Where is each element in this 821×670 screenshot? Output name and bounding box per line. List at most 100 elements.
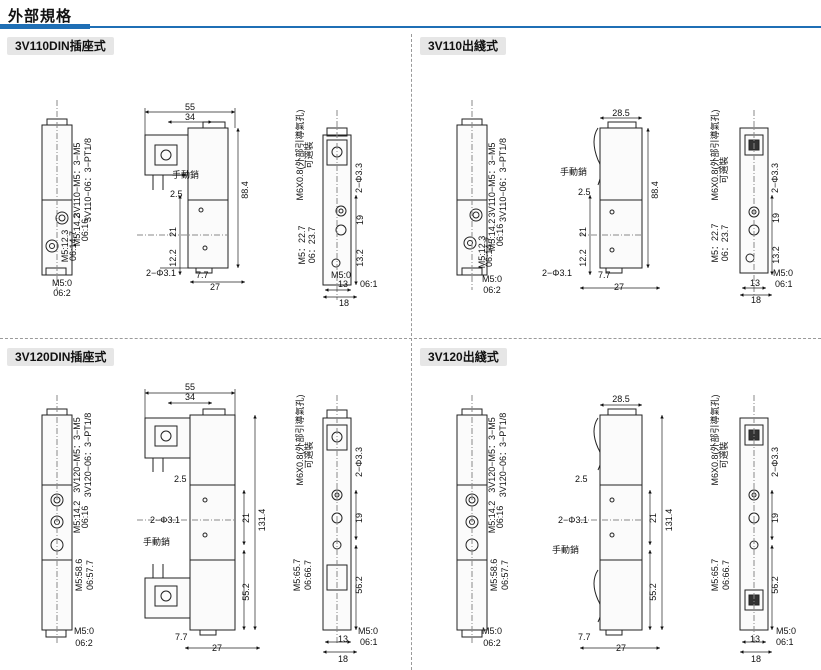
- q1-d88: 88.4: [240, 181, 250, 199]
- q2-m6x: M6X0.8(外部引導氣孔): [709, 109, 720, 200]
- q1-m14: M5:14.2: [72, 214, 82, 247]
- q2-d21: 21: [578, 227, 588, 237]
- q4-end-view: [739, 395, 769, 645]
- q3-m65: M5:65.7: [292, 559, 302, 592]
- q1-end-view: [322, 110, 352, 300]
- q1-port-06: 3V110−06：3−PT1/8: [83, 138, 93, 222]
- q2-d27: 27: [614, 282, 624, 292]
- q3-d131: 131.4: [257, 509, 267, 532]
- q4-d27: 27: [616, 643, 626, 653]
- q1-end-dims: [323, 195, 358, 299]
- q3-d55-2: 55.2: [241, 583, 251, 601]
- q4-c16: 06:16: [495, 506, 505, 529]
- q4-06-1: 06:1: [776, 637, 794, 647]
- q1-port-m5: 3V110−M5：3−M5: [72, 143, 82, 218]
- q4-d13: 13: [750, 634, 760, 644]
- q1-side-view: [137, 121, 229, 274]
- q2-d19: 19: [771, 213, 781, 223]
- q2-d2-5: 2.5: [578, 187, 591, 197]
- q1-06-1: 06:1: [360, 279, 378, 289]
- q3-side-labels: 55 34 131.4 21 55.2 2.5 2−Φ3.1 手動銷 7.7 2…: [143, 382, 267, 653]
- q3-end-view: [322, 395, 352, 645]
- q2-manual: 手動銷: [560, 166, 587, 177]
- q4-manual: 手動銷: [552, 544, 579, 555]
- q2-port-m5: 3V110−M5：3−M5: [487, 143, 497, 218]
- q1-d12: 12.2: [168, 249, 178, 267]
- q1-d13: 13: [338, 279, 348, 289]
- q2-m14: M5:14.2: [487, 219, 497, 252]
- q4-front-labels: 3V120−M5：3−M5 3V120−06：3−PT1/8 M5:14.2 0…: [482, 413, 510, 648]
- q4-d19: 19: [770, 513, 780, 523]
- q2-d3-1: 2−Φ3.1: [542, 268, 572, 278]
- q1-d2-5: 2.5: [170, 189, 183, 199]
- q3-side-dims: [144, 389, 260, 650]
- q4-side-labels: 28.5 131.4 21 55.2 2.5 2−Φ3.1 手動銷 7.7 27: [552, 394, 674, 653]
- q1-d3-3: 2−Φ3.3: [354, 163, 364, 193]
- q4-port-m5: 3V120−M5：3−M5: [487, 417, 497, 493]
- q1-06-2: 06:2: [53, 288, 71, 298]
- q3-side-view: [137, 408, 236, 636]
- q1-m6x: M6X0.8(外部引導氣孔): [294, 109, 305, 200]
- q4-d2-5: 2.5: [575, 474, 588, 484]
- q3-d13: 13: [338, 634, 348, 644]
- q3-end-dims: [323, 490, 358, 654]
- q3-front-view: [41, 395, 73, 645]
- q4-side-view: [580, 408, 643, 636]
- q4-m58: M5:58.6: [489, 559, 499, 592]
- header-rule: [0, 26, 821, 28]
- q2-front-labels: 3V110−M5：3−M5 3V110−06：3−PT1/8 M5:14.2 0…: [477, 138, 508, 295]
- q3-d3-1: 2−Φ3.1: [150, 515, 180, 525]
- q3-port-06: 3V120−06：3−PT1/8: [83, 413, 93, 498]
- q4-d18: 18: [751, 654, 761, 664]
- q3-d21: 21: [241, 513, 251, 523]
- q1-d34: 34: [185, 112, 195, 122]
- q2-end-labels: M6X0.8(外部引導氣孔) 可選裝 2−Φ3.3 19 13.2 M5：22.…: [709, 109, 793, 305]
- q3-d3-3: 2−Φ3.3: [354, 447, 364, 477]
- q2-end-view: [739, 110, 769, 295]
- q4-d56-2: 56.2: [770, 576, 780, 594]
- q3-m14: M5:14.2: [72, 501, 82, 534]
- q2-d12: 12.2: [578, 249, 588, 267]
- q2-m5-0: M5:0: [482, 274, 502, 284]
- q1-kexuan: 可選裝: [303, 141, 314, 168]
- q4-d3-1: 2−Φ3.1: [558, 515, 588, 525]
- q1-d19: 19: [355, 215, 365, 225]
- q3-kexuan: 可選裝: [303, 441, 314, 468]
- q4-d131: 131.4: [664, 509, 674, 532]
- q4-end-labels: M6X0.8(外部引導氣孔) 可選裝 2−Φ3.3 19 56.2 M5:65.…: [709, 394, 796, 664]
- section-label-3v120din: 3V120DIN插座式: [7, 348, 115, 366]
- q1-m22: M5：22.7: [297, 225, 307, 264]
- q3-d56-2: 56.2: [354, 576, 364, 594]
- q4-end-dims: [740, 490, 774, 654]
- q2-c23: 06：23.7: [720, 225, 730, 262]
- q3-d7-7: 7.7: [175, 632, 188, 642]
- q4-d3-3: 2−Φ3.3: [770, 447, 780, 477]
- q3-end-labels: M6X0.8(外部引導氣孔) 可選裝 2−Φ3.3 19 56.2 M5:65.…: [292, 394, 378, 664]
- q4-c66: 06:66.7: [721, 560, 731, 590]
- q2-06-2: 06:2: [483, 285, 501, 295]
- q2-m22: M5：22.7: [710, 223, 720, 262]
- q4-d7-7: 7.7: [578, 632, 591, 642]
- section-label-3v120: 3V120出綫式: [420, 348, 507, 366]
- header-accent: [0, 24, 90, 29]
- horizontal-divider: [0, 338, 821, 339]
- q2-d7-7: 7.7: [598, 270, 611, 280]
- q1-front-labels: 3V110−M5：3−M5 3V110−06：3−PT1/8 M5:14.2 0…: [52, 138, 93, 298]
- q1-d55: 55: [185, 102, 195, 112]
- q4-m65: M5:65.7: [710, 559, 720, 592]
- q2-06-1: 06:1: [775, 279, 793, 289]
- q1-m5-0: M5:0: [52, 278, 72, 288]
- section-label-3v110din: 3V110DIN插座式: [7, 37, 114, 55]
- q1-d18: 18: [339, 298, 349, 308]
- q1-manual: 手動銷: [172, 169, 199, 180]
- q3-m6x: M6X0.8(外部引導氣孔): [294, 394, 305, 485]
- q2-c16: 06:16: [495, 224, 505, 247]
- q4-front-view: [456, 395, 488, 645]
- q4-d55-2: 55.2: [648, 583, 658, 601]
- q3-end-m5-0: M5:0: [358, 626, 378, 636]
- q1-c23: 06：23.7: [307, 227, 317, 264]
- page-header: 外部規格: [0, 0, 821, 30]
- q3-c66: 06:66.7: [303, 560, 313, 590]
- q4-end-m5-0: M5:0: [776, 626, 796, 636]
- q4-m5-0: M5:0: [482, 626, 502, 636]
